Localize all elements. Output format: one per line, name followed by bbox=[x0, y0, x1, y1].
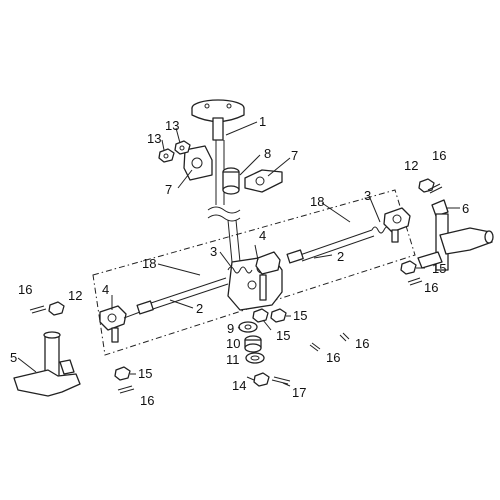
castle-nut-12a bbox=[418, 178, 435, 193]
callout-15-center-b: 15 bbox=[276, 328, 290, 343]
tie-rod-end-right bbox=[383, 207, 411, 243]
callout-7-left: 7 bbox=[165, 182, 172, 197]
assembly-boundary bbox=[92, 189, 416, 356]
column-bushing bbox=[222, 167, 240, 195]
castle-nut-12b bbox=[48, 301, 65, 316]
callout-1: 1 bbox=[259, 114, 266, 129]
cotter-pin-16d bbox=[407, 277, 423, 286]
castle-nut-15d bbox=[400, 260, 417, 275]
callout-6: 6 bbox=[462, 201, 469, 216]
cotter-pin-17 bbox=[271, 376, 291, 385]
tie-rod-end-center bbox=[255, 251, 281, 275]
callout-16-center-b: 16 bbox=[355, 336, 369, 351]
callout-8: 8 bbox=[264, 146, 271, 161]
callout-14: 14 bbox=[232, 378, 246, 393]
castle-nut-15c bbox=[114, 366, 131, 381]
spindle-left bbox=[13, 331, 81, 397]
callout-16-left: 16 bbox=[18, 282, 32, 297]
steering-column bbox=[191, 99, 245, 263]
nut-13-lower bbox=[158, 148, 175, 163]
callout-16-top-right: 16 bbox=[432, 148, 446, 163]
bushing-10 bbox=[244, 335, 262, 353]
callout-16-right: 16 bbox=[424, 280, 438, 295]
nut-14 bbox=[253, 372, 270, 387]
callout-2-left: 2 bbox=[196, 301, 203, 316]
washer-9 bbox=[238, 321, 258, 333]
callout-17: 17 bbox=[292, 385, 306, 400]
callout-13-lower: 13 bbox=[147, 131, 161, 146]
tie-rod-left bbox=[136, 277, 229, 315]
spindle-right bbox=[417, 199, 494, 271]
cotter-pin-16c bbox=[427, 183, 443, 194]
clamp-bracket-right bbox=[244, 169, 283, 193]
callout-15-right: 15 bbox=[432, 261, 446, 276]
cotter-pin-16b bbox=[117, 385, 135, 394]
callout-11: 11 bbox=[226, 352, 240, 367]
callout-15-center-a: 15 bbox=[293, 308, 307, 323]
callout-7-right: 7 bbox=[291, 148, 298, 163]
callout-13-upper: 13 bbox=[165, 118, 179, 133]
callout-16-bottom-left: 16 bbox=[140, 393, 154, 408]
callout-12-right: 12 bbox=[404, 158, 418, 173]
callout-numbers: 1 8 7 7 13 13 12 16 3 18 6 4 3 2 18 15 1… bbox=[10, 114, 469, 408]
nut-13-upper bbox=[174, 140, 191, 155]
cotter-pin-16f bbox=[339, 332, 350, 342]
callout-15-left: 15 bbox=[138, 366, 152, 381]
callout-10: 10 bbox=[226, 336, 240, 351]
tie-rod-right bbox=[286, 229, 375, 264]
cotter-pin-16e bbox=[309, 342, 321, 352]
callout-18-left: 18 bbox=[142, 256, 156, 271]
callout-3-right: 3 bbox=[364, 188, 371, 203]
callout-4-left: 4 bbox=[102, 282, 109, 297]
callout-2-right: 2 bbox=[337, 249, 344, 264]
callout-3-center: 3 bbox=[210, 244, 217, 259]
tie-rod-end-left bbox=[99, 305, 141, 343]
callout-5: 5 bbox=[10, 350, 17, 365]
callout-9: 9 bbox=[227, 321, 234, 336]
cotter-pin-16a bbox=[29, 305, 47, 314]
callout-16-center-a: 16 bbox=[326, 350, 340, 365]
callout-18-right: 18 bbox=[310, 194, 324, 209]
leader-lines bbox=[17, 121, 460, 387]
callout-4-center: 4 bbox=[259, 228, 266, 243]
washer-11 bbox=[245, 352, 265, 364]
callout-12-left: 12 bbox=[68, 288, 82, 303]
castle-nut-15a bbox=[252, 308, 269, 323]
castle-nut-15b bbox=[270, 308, 287, 323]
